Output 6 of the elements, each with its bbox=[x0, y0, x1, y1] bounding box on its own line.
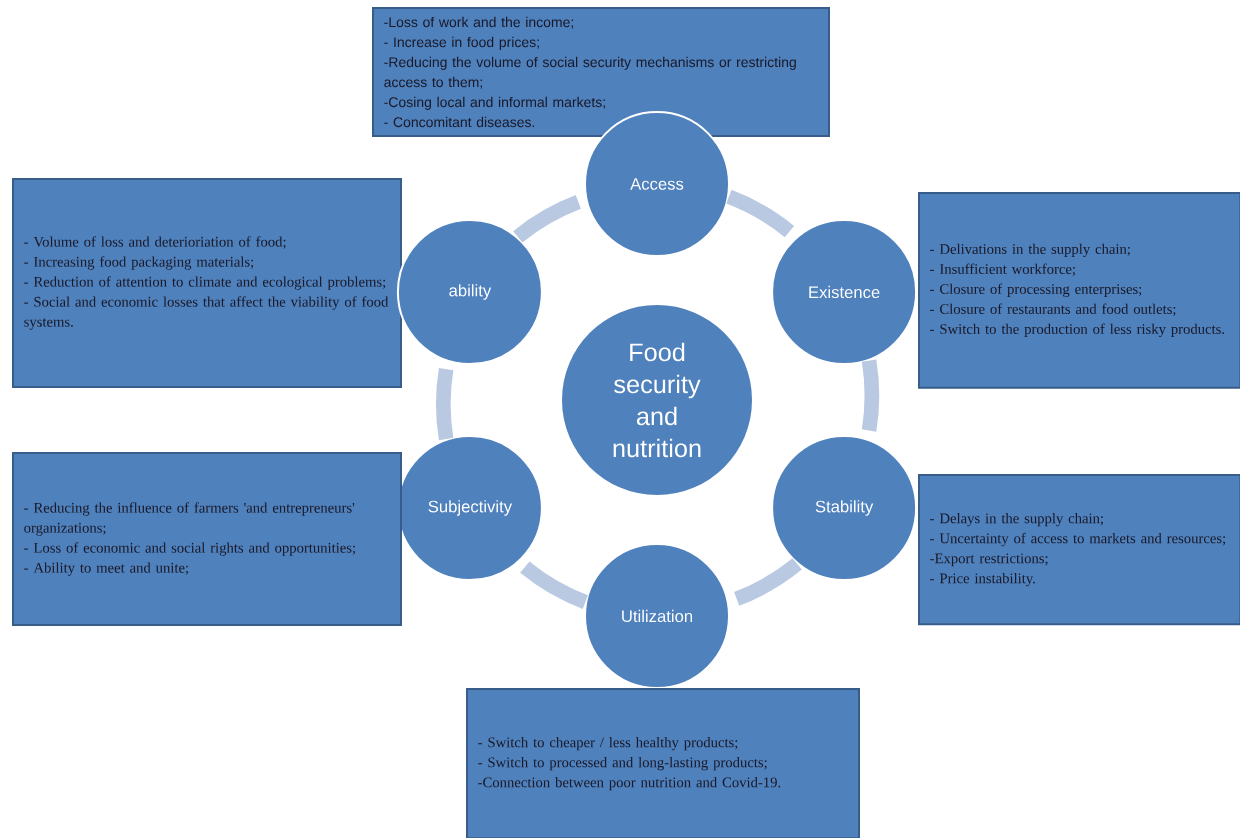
ring-arc bbox=[734, 558, 802, 606]
ring-arc bbox=[861, 359, 880, 432]
ring-arc bbox=[435, 368, 454, 441]
ring-arc bbox=[726, 189, 794, 238]
ring-arc bbox=[513, 195, 581, 243]
ring-arc bbox=[520, 561, 589, 609]
